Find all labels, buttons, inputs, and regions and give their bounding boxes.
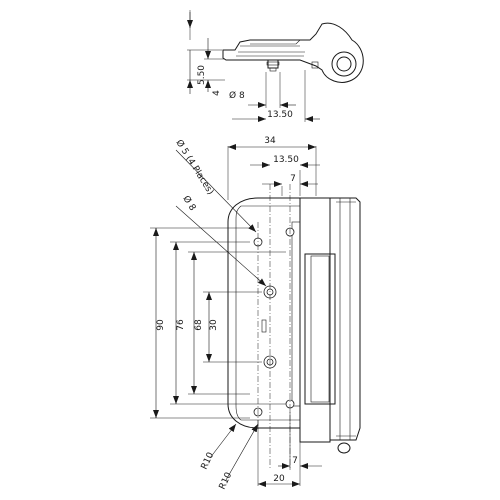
dim-top-4: 4: [212, 90, 222, 96]
dim-76: 76: [176, 319, 186, 331]
dim-30: 30: [209, 319, 219, 331]
dim-top-5-50: 5.50: [197, 65, 207, 85]
mounting-holes: [253, 227, 295, 417]
dim-90: 90: [156, 319, 166, 331]
dim-dia-5-4-places: Ø 5 (4 Places): [173, 138, 216, 197]
dim-68: 68: [194, 319, 204, 331]
dim-top-13-50: 13.50: [267, 110, 293, 120]
dim-dia-8-front: Ø 8: [180, 194, 198, 213]
dim-r10-a: R10: [200, 451, 217, 472]
front-view: 90 76 68 30 34 13.50 7 Ø 5 (4 Places) Ø …: [150, 136, 361, 492]
dim-34: 34: [264, 136, 276, 146]
top-view: 5.50 4 Ø 8 13.50: [187, 10, 364, 122]
dim-7-bottom: 7: [292, 456, 298, 466]
dim-r10-b: R10: [218, 471, 235, 492]
top-view-profile: [222, 22, 364, 83]
hinge-knuckle: [299, 197, 361, 454]
dim-13-50-front: 13.50: [273, 155, 299, 165]
dim-20: 20: [273, 474, 285, 484]
dim-7-top: 7: [290, 174, 296, 184]
dim-top-dia-8: Ø 8: [229, 90, 245, 101]
